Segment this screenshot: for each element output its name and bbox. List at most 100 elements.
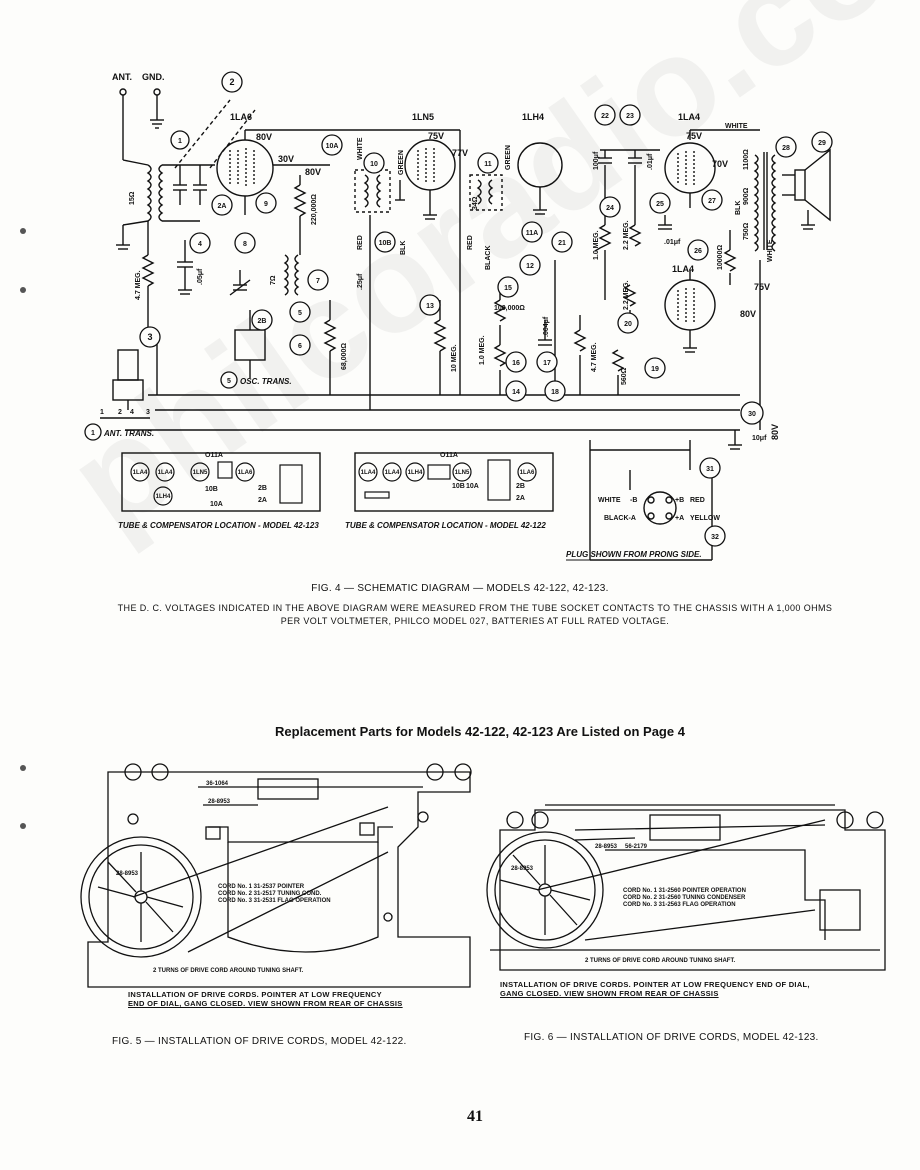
voltage-label: 70V (712, 159, 728, 169)
cord-label: CORD No. 1 31-2537 POINTER (218, 884, 305, 890)
voltage-label: 80V (256, 132, 272, 142)
wire-label: RED (357, 235, 364, 250)
ant-trans-pin: 3 (146, 409, 150, 416)
svg-text:28: 28 (782, 145, 790, 152)
tube-label-1la4-bottom: 1LA4 (672, 264, 694, 274)
binder-mark (20, 823, 26, 829)
binder-mark (20, 287, 26, 293)
svg-text:3: 3 (147, 332, 152, 342)
cord-label: CORD No. 1 31-2560 POINTER OPERATION (623, 888, 746, 894)
svg-text:9: 9 (264, 201, 268, 208)
value-label: 560Ω (621, 367, 628, 385)
fig6-caption: FIG. 6 — INSTALLATION OF DRIVE CORDS, MO… (524, 1032, 819, 1043)
binder-mark (20, 228, 26, 234)
svg-text:25: 25 (656, 201, 664, 208)
voltage-label: 80V (305, 167, 321, 177)
turns-note: 2 TURNS OF DRIVE CORD AROUND TUNING SHAF… (585, 958, 735, 964)
tube-position-label: 1LA6 (238, 470, 253, 476)
svg-text:7: 7 (316, 278, 320, 285)
tube-position-label: 1LH4 (408, 470, 423, 476)
svg-text:4: 4 (198, 241, 202, 248)
svg-text:12: 12 (526, 263, 534, 270)
svg-text:5: 5 (298, 310, 302, 317)
svg-text:10A: 10A (326, 143, 339, 150)
layout-label: 10A (210, 501, 223, 508)
fig5-install-note: INSTALLATION OF DRIVE CORDS. POINTER AT … (128, 990, 478, 1008)
cord-label: CORD No. 2 31-2517 TUNING COND. (218, 891, 322, 897)
wire-label: WHITE (725, 123, 748, 130)
svg-text:31: 31 (706, 466, 714, 473)
layout-label: O11A (440, 452, 458, 459)
svg-text:6: 6 (298, 343, 302, 350)
value-label: 4.7 MEG. (591, 342, 598, 372)
value-label: 10000Ω (717, 245, 724, 270)
svg-text:5: 5 (227, 378, 231, 385)
fig5-caption: FIG. 5 — INSTALLATION OF DRIVE CORDS, MO… (112, 1036, 407, 1047)
layout-label: O11A (205, 452, 223, 459)
value-label: .004μf (543, 316, 550, 337)
replacement-parts-heading: Replacement Parts for Models 42-122, 42-… (275, 724, 685, 739)
tube-position-label: 1LN5 (193, 470, 208, 476)
svg-text:8: 8 (243, 241, 247, 248)
tube-label-1la4-top: 1LA4 (678, 112, 700, 122)
voltage-label: 80V (770, 424, 780, 440)
tube-position-label: 1LN5 (455, 470, 470, 476)
value-label: .01μf (664, 239, 681, 246)
ant-trans-pin: 4 (130, 409, 134, 416)
svg-text:20: 20 (624, 321, 632, 328)
value-label: 2.2 MEG. (623, 220, 630, 250)
wire-label: WHITE (357, 137, 364, 160)
value-label: 10μf (752, 435, 767, 442)
svg-text:24: 24 (606, 205, 614, 212)
svg-text:11: 11 (484, 161, 492, 168)
wire-label: BLK (735, 201, 742, 215)
value-label: 34Ω (472, 196, 479, 210)
fig4-caption: FIG. 4 — SCHEMATIC DIAGRAM — MODELS 42-1… (311, 583, 609, 594)
svg-text:23: 23 (626, 113, 634, 120)
fig6-install-note-line1: INSTALLATION OF DRIVE CORDS. POINTER AT … (500, 980, 810, 989)
value-label: 1.0 MEG. (479, 335, 486, 365)
value-label: 1.0 MEG. (593, 230, 600, 260)
layout-caption-right: TUBE & COMPENSATOR LOCATION - MODEL 42-1… (345, 521, 546, 530)
tube-position-label: 1LA6 (520, 470, 535, 476)
value-label: 15Ω (129, 191, 136, 205)
fig6-install-note: INSTALLATION OF DRIVE CORDS. POINTER AT … (500, 980, 900, 998)
page-number: 41 (467, 1108, 483, 1125)
layout-label: 2A (516, 495, 525, 502)
turns-note: 2 TURNS OF DRIVE CORD AROUND TUNING SHAF… (153, 968, 303, 974)
plug-caption: PLUG SHOWN FROM PRONG SIDE. (566, 550, 702, 559)
value-label: 1100Ω (743, 149, 750, 170)
svg-text:16: 16 (512, 360, 520, 367)
svg-text:1: 1 (178, 138, 182, 145)
cord-label: CORD No. 2 31-2560 TUNING CONDENSER (623, 895, 746, 901)
svg-text:17: 17 (543, 360, 551, 367)
svg-text:2B: 2B (258, 318, 267, 325)
svg-text:2A: 2A (218, 203, 227, 210)
wire-label: BLK (400, 241, 407, 255)
antenna-label: ANT. (112, 72, 132, 82)
fig6-install-note-line2: GANG CLOSED. VIEW SHOWN FROM REAR OF CHA… (500, 989, 719, 998)
ground-label: GND. (142, 72, 165, 82)
tube-position-label: 1LA4 (385, 470, 400, 476)
tube-position-label: 1LA4 (361, 470, 376, 476)
value-label: .25μf (357, 273, 364, 290)
svg-text:21: 21 (558, 240, 566, 247)
fig6-drive-cord-diagram: 28-8953 56-2179 28-8953 CORD No. 1 31-25… (486, 804, 886, 971)
value-label: 100,000Ω (494, 305, 525, 312)
voltage-label: 75V (686, 131, 702, 141)
fig5-install-note-line1: INSTALLATION OF DRIVE CORDS. POINTER AT … (128, 990, 382, 999)
plug-label: -B (630, 497, 637, 504)
fig4-note-line1: THE D. C. VOLTAGES INDICATED IN THE ABOV… (117, 603, 833, 613)
value-label: .01μf (647, 153, 654, 170)
tube-label-1ln5: 1LN5 (412, 112, 434, 122)
wire-label: RED (467, 235, 474, 250)
value-label: 10 MEG. (451, 344, 458, 372)
svg-text:18: 18 (551, 389, 559, 396)
voltage-label: 75V (754, 282, 770, 292)
layout-label: 10A (466, 483, 479, 490)
fig5-drive-cord-diagram: 36-1064 28-8953 28-8953 CORD No. 1 31-25… (80, 763, 472, 988)
osc-trans-label: OSC. TRANS. (240, 377, 292, 386)
part-number-label: 28-8953 (595, 844, 618, 850)
fig4-note-line2: PER VOLT VOLTMETER, PHILCO MODEL 027, BA… (280, 616, 670, 626)
svg-text:26: 26 (694, 248, 702, 255)
